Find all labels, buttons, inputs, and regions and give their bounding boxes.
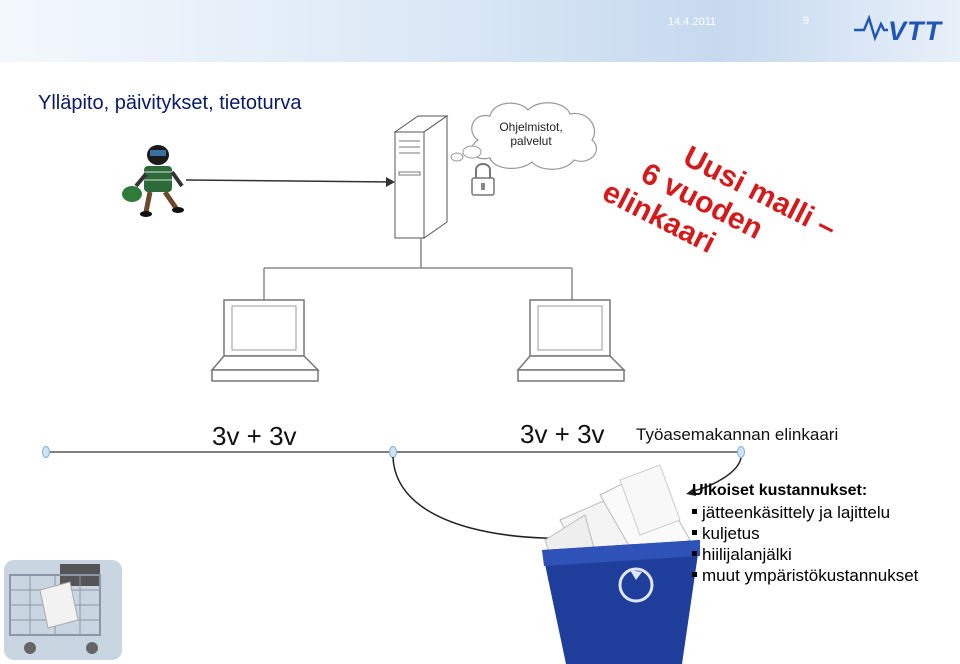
cloud-text: Ohjelmistot, palvelut (499, 120, 563, 148)
header-date: 14.4.2011 (668, 16, 717, 28)
timeline-marker (42, 446, 50, 458)
hacker-arrow (185, 179, 394, 183)
thought-cloud (450, 102, 598, 170)
vtt-logo: VTT (854, 14, 944, 46)
recycle-symbol-icon (618, 567, 654, 603)
padlock-icon (471, 163, 495, 196)
recycle-bin-icon (542, 540, 700, 664)
server-icon (393, 115, 449, 239)
hacker-arrowhead (386, 177, 395, 187)
list-item: kuljetus (692, 523, 918, 544)
laptop-icon (210, 299, 320, 382)
list-item: muut ympäristökustannukset (692, 565, 918, 586)
slide-title: Ylläpito, päivitykset, tietoturva (38, 92, 302, 114)
shopping-cart-photo (4, 560, 122, 660)
timeline-label: 3v + 3v (212, 421, 297, 451)
list-item: jätteenkäsittely ja lajittelu (692, 502, 918, 523)
costs-heading: Ulkoiset kustannukset: (692, 482, 868, 499)
logo-wave (854, 14, 888, 42)
disposal-arrow (689, 457, 742, 493)
timeline-marker (737, 446, 745, 458)
disposal-arrowhead (686, 487, 696, 496)
header-page-number: 9 (803, 15, 810, 27)
timeline-label: 3v + 3v (520, 419, 605, 449)
lifecycle-label: Työasemakannan elinkaari (636, 425, 839, 444)
hacker-figure-icon (122, 145, 184, 217)
costs-list: jätteenkäsittely ja lajittelu kuljetus h… (692, 502, 918, 586)
header-bar (0, 0, 960, 62)
external-costs-box: Ulkoiset kustannukset: jätteenkäsittely … (692, 482, 918, 586)
laptop-icon (516, 299, 626, 382)
timeline-marker (389, 446, 397, 458)
logo-text: VTT (888, 16, 944, 46)
list-item: hiilijalanjälki (692, 544, 918, 565)
